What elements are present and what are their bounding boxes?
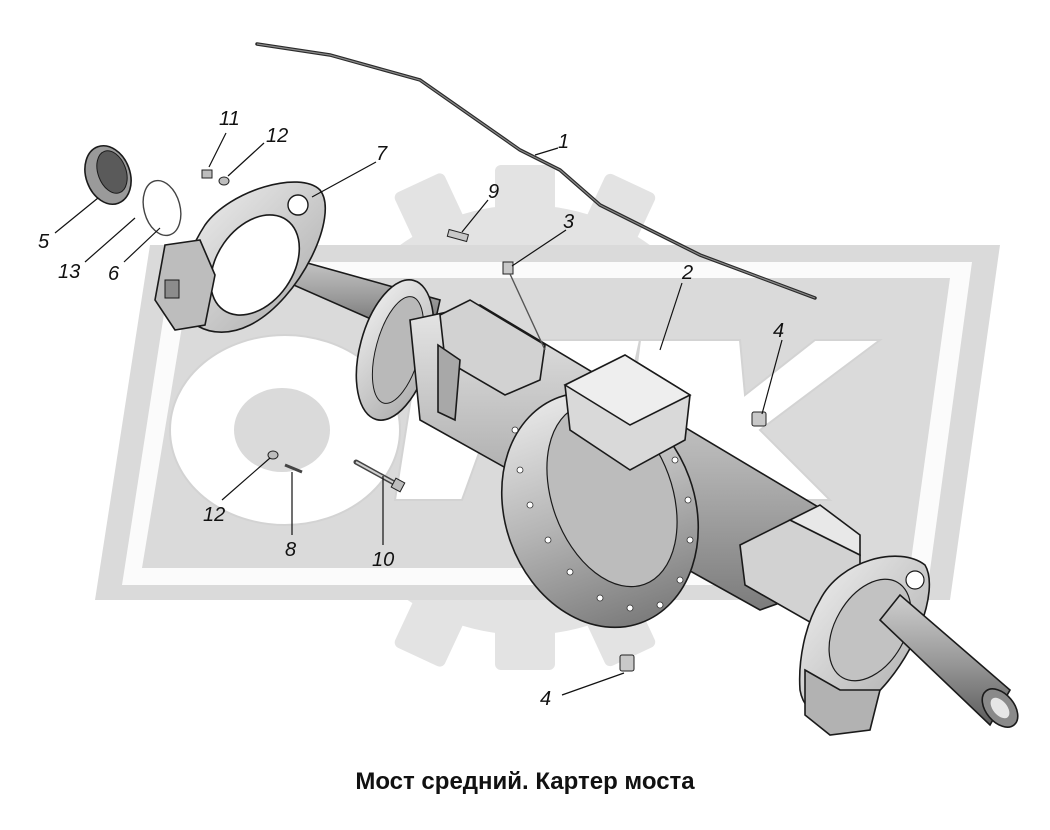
callout-12-lower: 12 bbox=[203, 504, 225, 526]
part-7-left-flange bbox=[178, 181, 326, 333]
part-11-nut bbox=[201, 169, 213, 179]
housing-body bbox=[409, 299, 861, 629]
callout-4-bottom: 4 bbox=[540, 688, 551, 710]
part-12-washer-top bbox=[218, 176, 230, 186]
callout-1: 1 bbox=[558, 131, 569, 153]
part-8-pin bbox=[284, 463, 303, 474]
part-10-long-bolt bbox=[353, 459, 406, 493]
part-6-seal-ring bbox=[142, 179, 182, 237]
part-5-ring bbox=[84, 145, 132, 205]
right-axle-spindle bbox=[878, 593, 1019, 728]
callout-11: 11 bbox=[219, 108, 240, 130]
callout-8: 8 bbox=[285, 539, 296, 561]
callout-4-right: 4 bbox=[773, 320, 784, 342]
callout-5: 5 bbox=[38, 231, 50, 253]
part-4-plug-right bbox=[751, 411, 767, 427]
part-12-washer-lower bbox=[267, 450, 279, 460]
callout-3: 3 bbox=[563, 211, 574, 233]
part-9-bolt bbox=[446, 228, 470, 243]
callout-2: 2 bbox=[681, 262, 693, 284]
callout-10: 10 bbox=[372, 549, 394, 571]
callout-12-top: 12 bbox=[266, 125, 288, 147]
callouts: 1 2 3 4 4 5 6 7 8 9 10 11 12 12 13 bbox=[38, 108, 784, 710]
callout-9: 9 bbox=[488, 181, 499, 203]
part-3-fitting bbox=[502, 261, 546, 351]
leader-lines bbox=[54, 132, 783, 696]
part-1-wire bbox=[255, 42, 817, 300]
right-flange bbox=[798, 555, 931, 736]
callout-7: 7 bbox=[376, 143, 388, 165]
callout-6: 6 bbox=[108, 263, 120, 285]
callout-13: 13 bbox=[58, 261, 80, 283]
part-4-plug-bottom bbox=[619, 654, 635, 672]
figure-caption: Мост средний. Картер моста bbox=[355, 768, 695, 795]
left-bracket bbox=[154, 239, 216, 331]
